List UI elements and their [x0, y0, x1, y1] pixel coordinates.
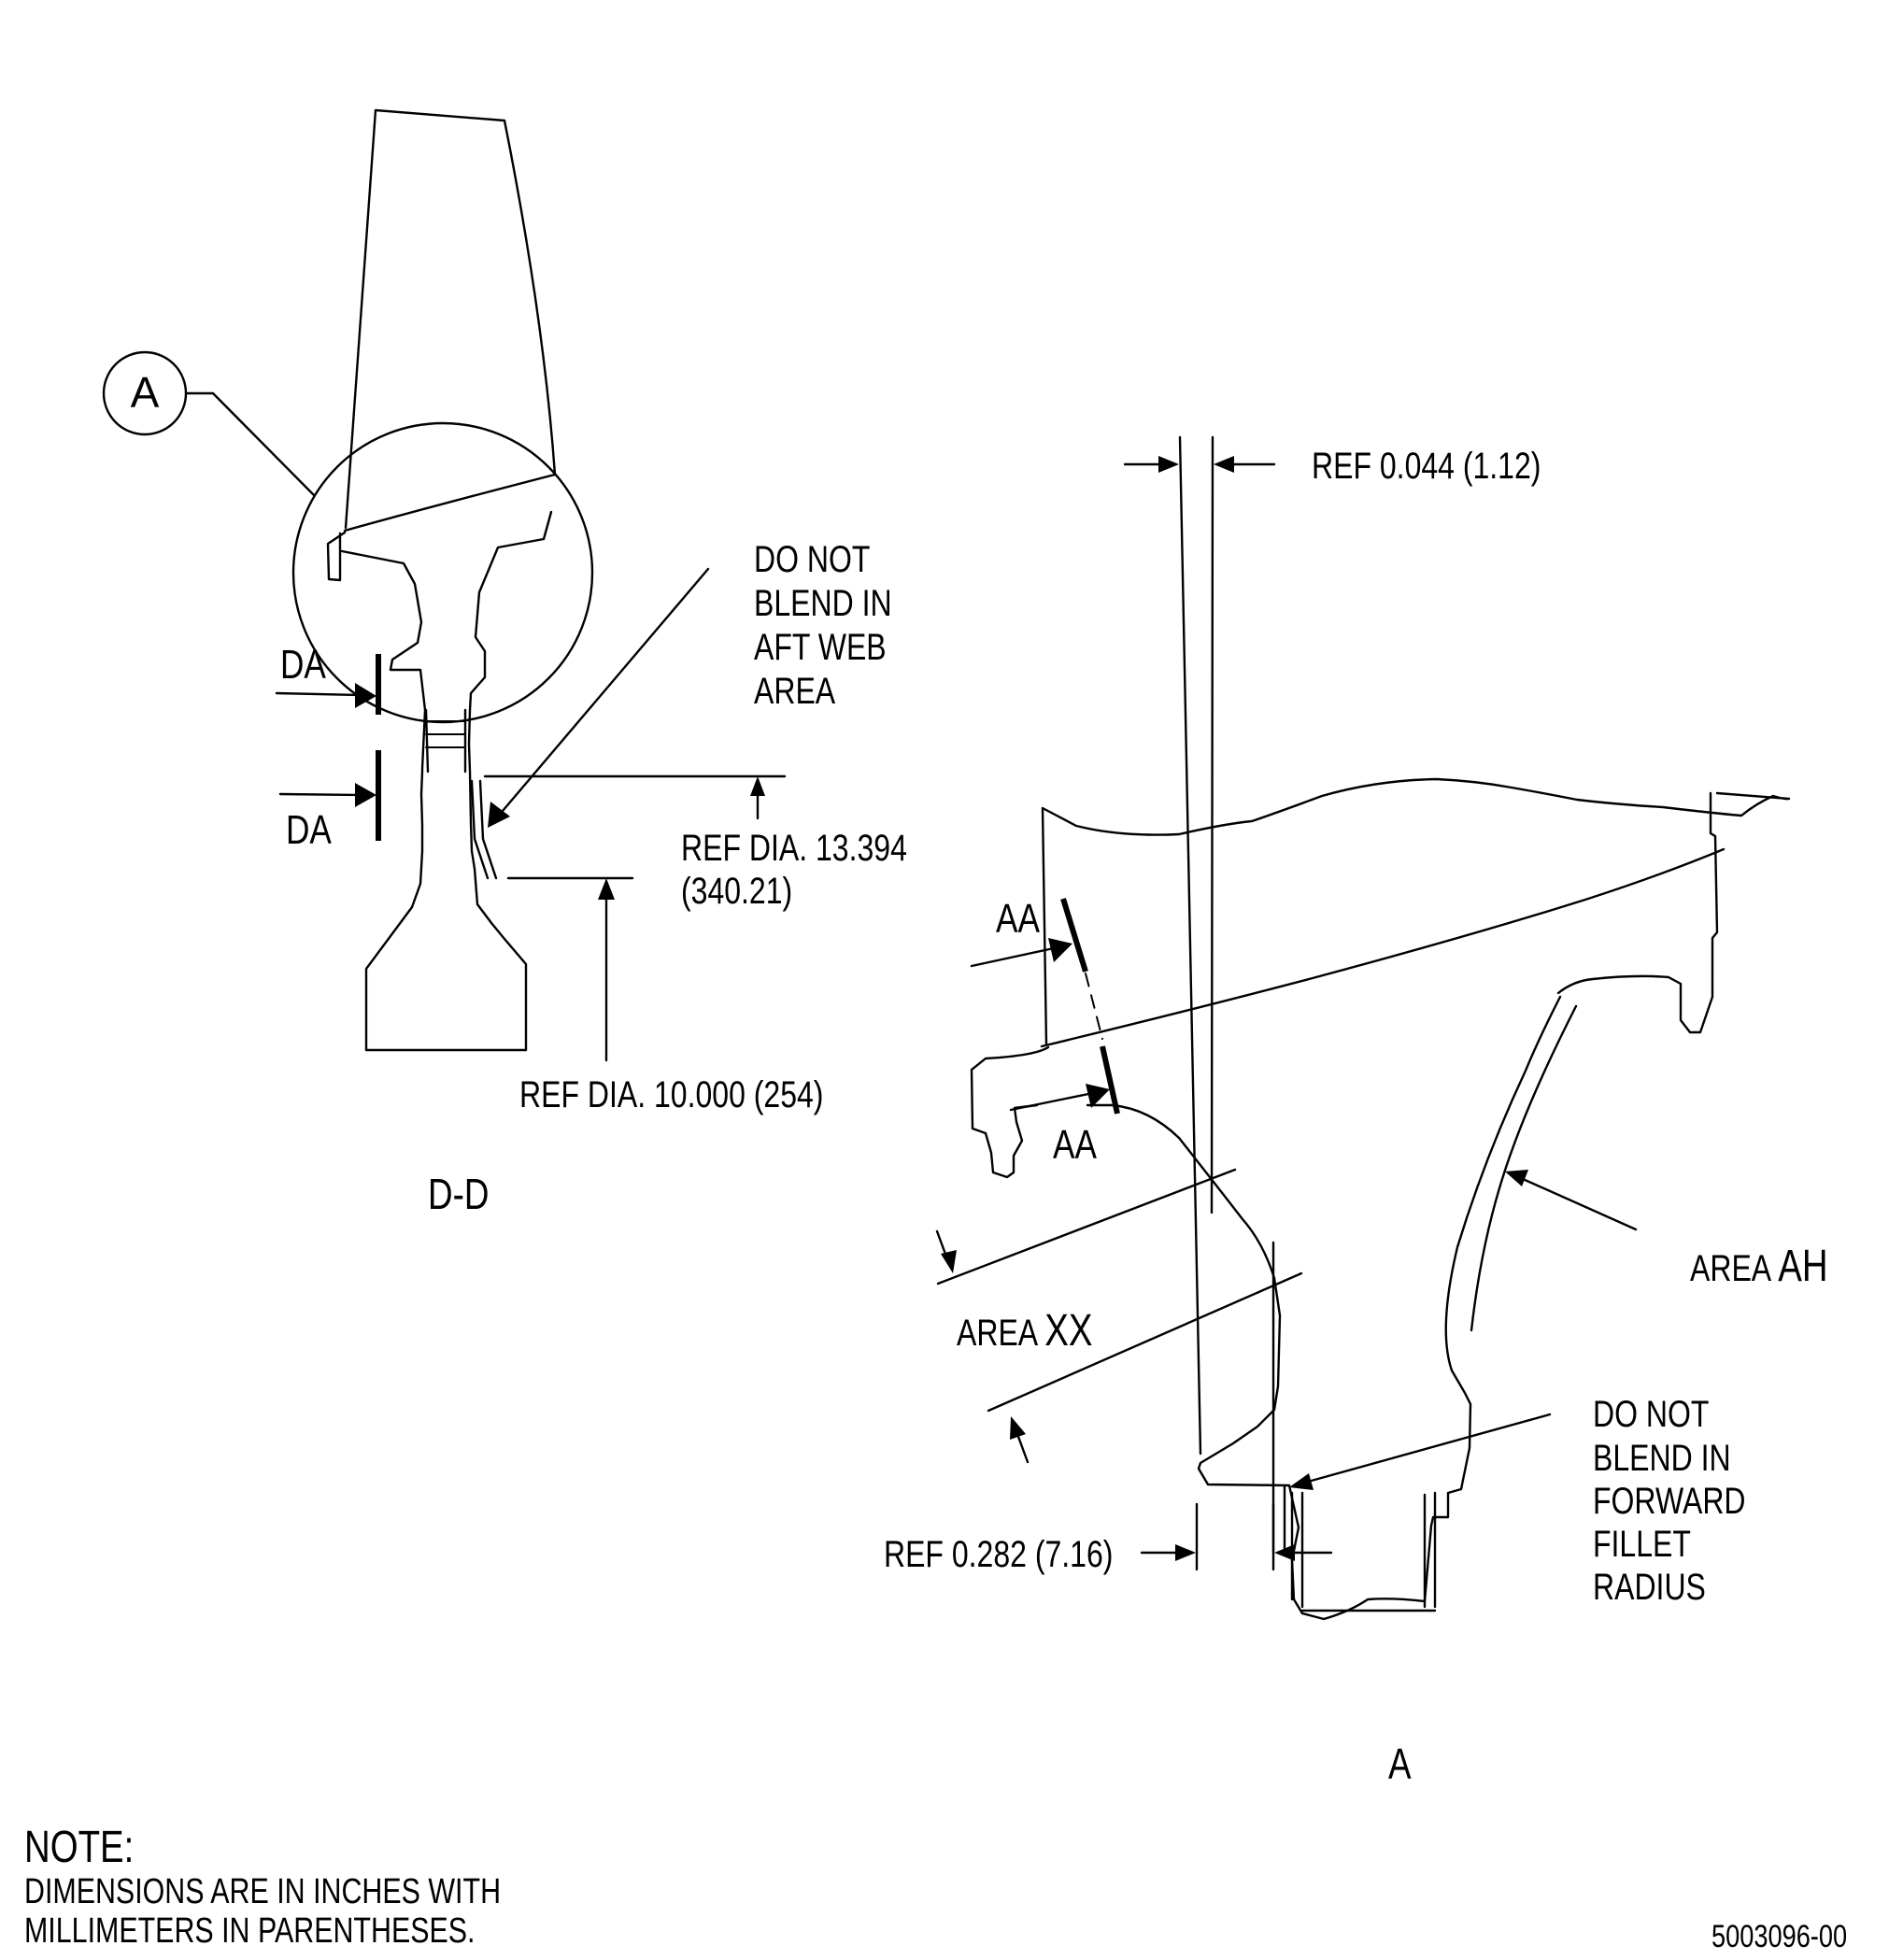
- da-marker-top: DA: [280, 642, 326, 688]
- disk-post-outline: [326, 510, 553, 1052]
- figure-id: 5003096-00: [1711, 1918, 1847, 1954]
- ref-044-arrowhead-left: [1158, 456, 1179, 473]
- aft-web-area-curve: [470, 779, 490, 880]
- detail-a-blade-outline: [1041, 777, 1791, 1046]
- aft-web-note-line-3: AFT WEB: [754, 626, 887, 668]
- aa-cut-line-top: [1060, 898, 1088, 973]
- aa-marker-top: AA: [996, 896, 1040, 942]
- forward-fillet-note-line-5: RADIUS: [1593, 1566, 1706, 1608]
- ref-282-arrowhead-left: [1175, 1544, 1196, 1561]
- area-xx-code: XX: [1044, 1306, 1092, 1356]
- area-xx-prefix: AREA: [957, 1312, 1044, 1354]
- area-xx-bound-top: [936, 1168, 1237, 1285]
- section-dd-title: D-D: [428, 1170, 489, 1218]
- detail-a-boundary-circle: [291, 421, 594, 724]
- forward-fillet-note-line-3: FORWARD: [1593, 1480, 1746, 1522]
- general-note: NOTE: DIMENSIONS ARE IN INCHES WITH MILL…: [24, 1823, 501, 1951]
- aft-web-note-line-1: DO NOT: [754, 538, 870, 580]
- aft-web-leader: [501, 567, 710, 813]
- aa-arrowhead-top: [1048, 938, 1072, 962]
- section-dd-view: A DA DA DO NOT BLEND IN AFT WEB AREA REF…: [102, 108, 907, 1218]
- ref-044-arrowhead-right: [1214, 456, 1234, 473]
- detail-a-title: A: [1388, 1740, 1412, 1788]
- area-ah-code: AH: [1778, 1242, 1827, 1291]
- area-ah-leader: [1521, 1177, 1638, 1231]
- area-xx-arrow-top-shaft: [935, 1229, 948, 1258]
- detail-a-view: REF 0.044 (1.12) AA AA AREA XX AREA AH D…: [884, 435, 1828, 1788]
- forward-fillet-note-line-4: FILLET: [1593, 1523, 1691, 1565]
- area-ah-arrowhead: [1505, 1170, 1528, 1186]
- note-line-1: DIMENSIONS ARE IN INCHES WITH: [24, 1872, 501, 1911]
- area-ah-curve: [1470, 1004, 1578, 1332]
- detail-a-dovetail-outline: [970, 995, 1562, 1621]
- area-xx-arrowhead-bottom: [1010, 1416, 1026, 1440]
- da-arrow-shaft-bottom: [278, 792, 362, 797]
- forward-fillet-note-line-2: BLEND IN: [1593, 1437, 1731, 1479]
- aft-web-note-line-4: AREA: [754, 670, 836, 712]
- note-heading: NOTE:: [24, 1823, 134, 1872]
- detail-a-platform-line: [1040, 847, 1726, 1048]
- detail-a-leader: [184, 391, 316, 497]
- forward-fillet-note-line-1: DO NOT: [1593, 1393, 1709, 1435]
- ref-dia-10-label: REF DIA. 10.000 (254): [519, 1073, 823, 1115]
- ref-282-arrowhead-right: [1274, 1544, 1295, 1561]
- area-xx-arrowhead-top: [941, 1250, 957, 1273]
- aa-arrowhead-bottom: [1086, 1084, 1110, 1108]
- da-arrow-shaft-top: [275, 691, 362, 697]
- aft-web-arrowhead: [488, 802, 510, 828]
- aa-cut-line-bottom: [1100, 1045, 1120, 1115]
- da-marker-bottom: DA: [286, 807, 332, 853]
- ref-282-label: REF 0.282 (7.16): [884, 1533, 1113, 1575]
- da-arrowhead-bottom: [355, 783, 376, 807]
- area-ah-label: AREA AH: [1690, 1242, 1828, 1291]
- forward-fillet-arrowhead: [1289, 1473, 1314, 1490]
- aa-arrow-shaft-top: [970, 946, 1056, 968]
- note-line-2: MILLIMETERS IN PARENTHESES.: [24, 1911, 476, 1951]
- ref-044-label: REF 0.044 (1.12): [1312, 445, 1541, 487]
- detail-a-callout-label: A: [131, 368, 160, 417]
- forward-fillet-area-lines: [1271, 1241, 1286, 1553]
- web-neck-left: [424, 708, 430, 774]
- da-arrowhead-top: [355, 683, 376, 708]
- forward-fillet-leader: [1306, 1413, 1552, 1484]
- ref-dia-10-arrowhead: [598, 878, 615, 900]
- blade-platform-line: [343, 473, 557, 533]
- aft-web-note-line-2: BLEND IN: [754, 582, 892, 624]
- ref-dia-13-line-1: REF DIA. 13.394: [681, 827, 907, 869]
- aa-marker-bottom: AA: [1053, 1122, 1097, 1168]
- ref-vertical-line-2: [1210, 435, 1214, 1214]
- area-xx-bound-bottom: [987, 1271, 1303, 1413]
- area-ah-prefix: AREA: [1690, 1247, 1778, 1289]
- ref-dia-13-line-2: (340.21): [681, 870, 792, 912]
- ref-vertical-line-1: [1178, 435, 1202, 1456]
- aft-web-area-curve-inner: [478, 779, 498, 880]
- aa-arrow-shaft-bottom: [1009, 1091, 1095, 1112]
- area-xx-label: AREA XX: [957, 1306, 1092, 1356]
- aa-cut-dashed: [1085, 973, 1103, 1040]
- area-xx-arrow-bottom-shaft: [1016, 1432, 1030, 1464]
- ref-dia-13-arrowhead: [750, 776, 765, 796]
- blade-airfoil-outline: [344, 108, 557, 530]
